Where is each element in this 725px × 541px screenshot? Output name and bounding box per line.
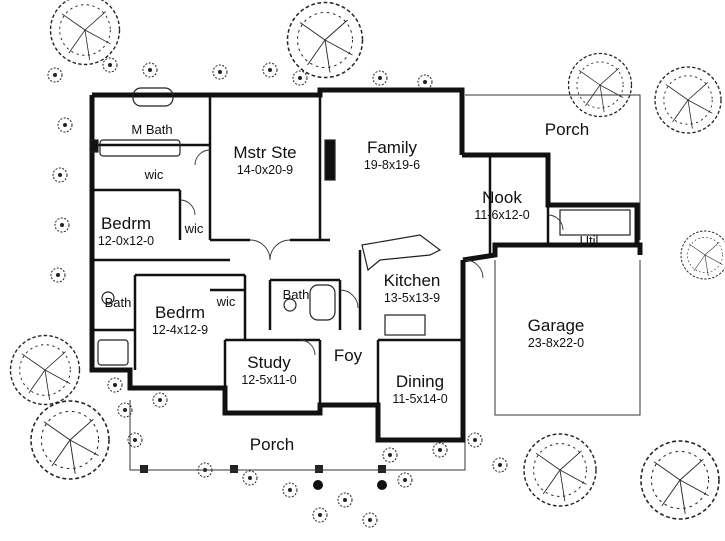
room-dimensions: 23-8x22-0 <box>527 336 585 350</box>
room-name: wic <box>216 294 236 309</box>
room-name: Util <box>579 233 599 248</box>
room-kitchen: Kitchen 13-5x13-9 <box>384 272 441 305</box>
room-name: Family <box>366 138 418 157</box>
room-name: Bath <box>282 287 310 302</box>
room-dimensions: 12-0x12-0 <box>97 234 155 248</box>
room-dimensions: 14-0x20-9 <box>236 163 294 177</box>
room-name: Mstr Ste <box>233 143 297 162</box>
room-bath-1: Bath <box>105 295 132 311</box>
room-name: Bath <box>104 295 132 310</box>
room-nook: Nook 11-6x12-0 <box>474 189 529 222</box>
room-dining: Dining 11-5x14-0 <box>392 373 447 406</box>
garage-slab-outline <box>494 260 641 416</box>
fixtures <box>89 87 631 366</box>
room-name: M Bath <box>131 122 173 137</box>
room-family: Family 19-8x19-6 <box>364 139 420 172</box>
room-dimensions: 11-6x12-0 <box>474 208 530 222</box>
room-wic-bedrm-1: wic <box>185 221 204 237</box>
room-m-bath: M Bath <box>131 122 172 138</box>
room-dimensions: 19-8x19-6 <box>363 158 421 172</box>
front-porch-outline <box>129 400 466 471</box>
exterior-walls <box>89 87 643 443</box>
room-name: Foy <box>333 346 363 365</box>
room-mstr-ste: Mstr Ste 14-0x20-9 <box>233 144 296 177</box>
room-study: Study 12-5x11-0 <box>241 354 296 387</box>
room-name: wic <box>144 167 164 182</box>
doors <box>179 149 564 356</box>
room-name: wic <box>184 221 204 236</box>
room-name: Porch <box>249 435 295 454</box>
room-name: Kitchen <box>383 271 441 290</box>
room-garage: Garage 23-8x22-0 <box>528 317 585 350</box>
rear-porch-outline <box>465 94 641 240</box>
room-dimensions: 13-5x13-9 <box>383 291 441 305</box>
room-bedrm-2: Bedrm 12-4x12-9 <box>152 304 208 337</box>
room-name: Study <box>247 353 291 372</box>
room-wic-bedrm-2: wic <box>217 294 236 310</box>
room-name: Bedrm <box>100 214 152 233</box>
room-util: Util <box>580 233 599 249</box>
room-name: Garage <box>527 316 585 335</box>
room-name: Nook <box>482 188 522 207</box>
room-name: Bedrm <box>154 303 206 322</box>
room-porch-front: Porch <box>250 436 294 454</box>
room-dimensions: 12-5x11-0 <box>241 373 297 387</box>
room-dimensions: 12-4x12-9 <box>151 323 209 337</box>
landscaping <box>9 0 725 528</box>
room-foy: Foy <box>334 347 362 365</box>
room-dimensions: 11-5x14-0 <box>392 392 448 406</box>
room-name: Dining <box>395 372 445 391</box>
room-wic-master: wic <box>145 167 164 183</box>
room-bath-2: Bath <box>283 287 310 303</box>
room-porch-rear: Porch <box>545 121 589 139</box>
room-name: Porch <box>544 120 590 139</box>
interior-walls <box>92 95 550 413</box>
porch-columns <box>140 465 387 490</box>
room-bedrm-1: Bedrm 12-0x12-0 <box>98 215 154 248</box>
